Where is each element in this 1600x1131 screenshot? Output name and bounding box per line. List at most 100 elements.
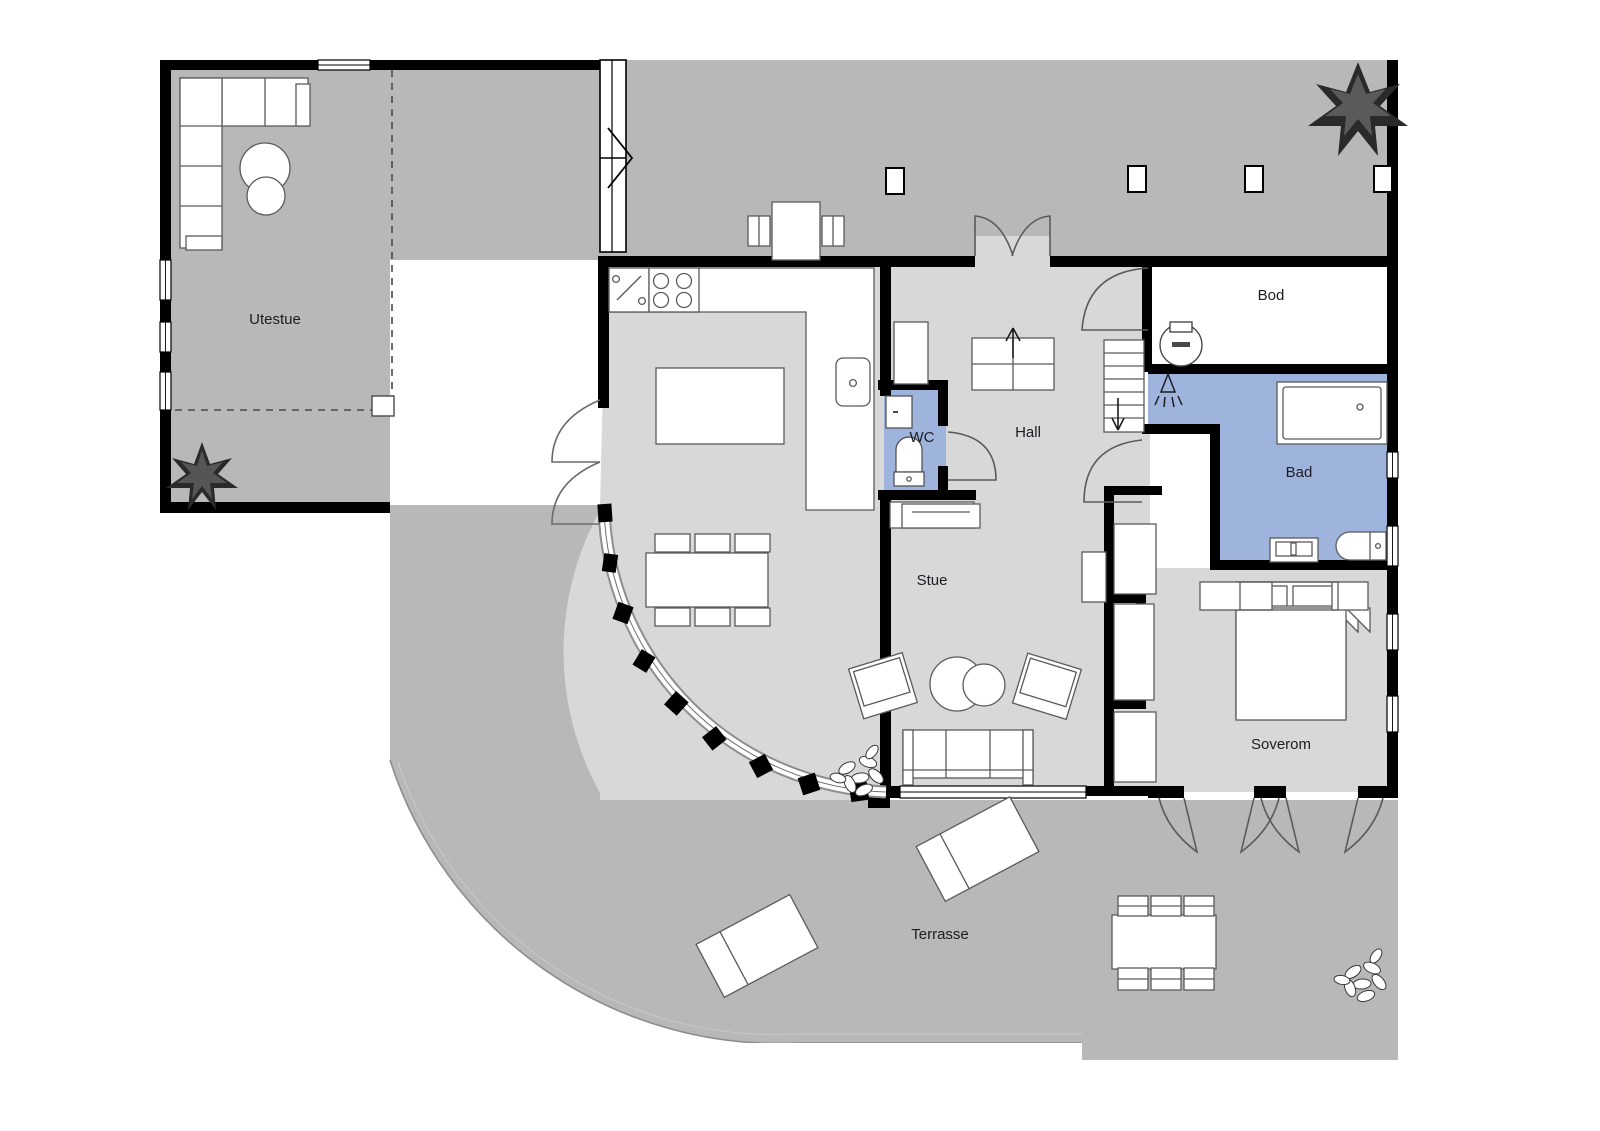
tv-bench	[901, 503, 981, 529]
appliance-slash	[616, 275, 642, 301]
mullion-6	[701, 726, 727, 751]
curved-wall-door-swings	[551, 399, 601, 525]
mullion-4	[632, 649, 656, 673]
dining-chair-5	[694, 607, 731, 627]
wall-east-north	[1387, 60, 1398, 265]
room-label-bod: Bod	[1258, 287, 1285, 304]
wall-utestue-left-c	[160, 352, 171, 372]
wall-utestue-top-a	[160, 60, 318, 70]
bathtub	[1276, 381, 1388, 445]
room-label-hall: Hall	[1015, 424, 1041, 441]
wall-hall-soverom	[1104, 486, 1114, 792]
round-table-pair	[239, 142, 291, 216]
roof-post-2	[1127, 165, 1147, 193]
utestue-dashed-divider	[175, 70, 393, 411]
stue-plant	[829, 744, 884, 797]
room-label-stue: Stue	[917, 572, 948, 589]
wall-utestue-top-b	[370, 60, 602, 70]
wall-stue-hall	[880, 490, 891, 796]
utestue-post	[371, 395, 395, 417]
washing-machine-panel	[1169, 321, 1193, 333]
soverom-wardrobes	[1081, 523, 1157, 783]
wall-south-jog	[868, 796, 890, 808]
wall-north-hall-b	[1050, 256, 1398, 267]
sliding-gate[interactable]	[599, 59, 634, 253]
bed-body	[1235, 607, 1347, 721]
roof-post-4	[1373, 165, 1393, 193]
wall-kitchen-hall	[880, 256, 891, 396]
wall-north-stue	[600, 256, 886, 267]
shower-head-icon	[1154, 371, 1183, 408]
mullion-8	[797, 772, 821, 796]
roof-post-3	[1244, 165, 1264, 193]
dining-chair-4	[654, 607, 691, 627]
north-terrace-tree	[1308, 62, 1408, 156]
bod-fixtures	[1159, 321, 1203, 367]
dining-chair-2	[694, 533, 731, 553]
sofa-arm-right	[1022, 729, 1034, 786]
wall-kitchen-west	[598, 256, 609, 408]
utestue-furniture	[179, 77, 311, 251]
outdoor-dining-set	[1111, 895, 1217, 991]
wall-east-c	[1387, 566, 1398, 614]
wall-east-a	[1387, 256, 1398, 452]
curved-glass-wall	[551, 399, 887, 803]
wall-hall-bod-cap	[1142, 256, 1152, 266]
dining-chair-6	[734, 607, 771, 627]
terrace-inner-edge	[397, 761, 1082, 1036]
door-wc[interactable]	[947, 431, 997, 481]
mullion-5	[664, 690, 689, 716]
door-bod[interactable]	[1081, 267, 1149, 331]
room-label-wc: WC	[910, 429, 935, 446]
wardrobe-1	[1113, 523, 1157, 595]
wall-niche-top	[1104, 594, 1146, 603]
mullion-3	[612, 601, 634, 625]
door-soverom[interactable]	[1083, 439, 1143, 503]
dining-chair-1	[654, 533, 691, 553]
wall-east-d	[1387, 650, 1398, 696]
window-east-4	[1386, 695, 1399, 733]
terrasse-furniture	[695, 795, 1217, 999]
wall-south-sov-c	[1358, 786, 1398, 798]
bad-fixtures	[1154, 371, 1388, 563]
wall-wc-right-b	[938, 466, 948, 500]
wall-utestue-left-a	[160, 60, 171, 260]
kitchen-island	[655, 367, 785, 445]
window-east-1	[1386, 451, 1399, 479]
wardrobe-3	[1113, 711, 1157, 783]
hall-wardrobe	[893, 321, 929, 385]
nightstand-far-left	[1199, 581, 1241, 611]
wall-north-hall-a	[886, 256, 975, 267]
wall-hall-soverom-top	[1104, 486, 1162, 495]
mullion-7	[748, 753, 774, 779]
wall-hall-soverom-foot	[1082, 786, 1152, 796]
wc-washbasin	[885, 395, 913, 429]
sofa-arm-left	[902, 729, 914, 786]
pillow-right	[1292, 585, 1338, 609]
wc-toilet-bowl	[895, 436, 923, 473]
room-label-terrasse: Terrasse	[911, 926, 969, 943]
wardrobe-2	[1113, 603, 1155, 701]
dining-set	[645, 533, 771, 627]
door-entrance-double[interactable]	[974, 215, 1051, 257]
terrasse-plant	[1333, 948, 1387, 1003]
terrace-outer-edge	[389, 759, 1082, 1045]
wall-south-sov-a	[1148, 786, 1184, 798]
wall-bad-west	[1210, 424, 1220, 568]
room-label-soverom: Soverom	[1251, 736, 1311, 753]
window-east-3	[1386, 613, 1399, 651]
armchair-left	[847, 651, 919, 720]
bad-washbasin	[1269, 537, 1319, 563]
window-utestue-left-3	[159, 371, 172, 411]
doors-soverom-terrace[interactable]	[1158, 797, 1384, 854]
wall-east-e	[1387, 732, 1398, 794]
sliding-gate-arrow	[607, 127, 634, 189]
north-terrace-furniture	[747, 201, 845, 261]
kitchen-appliance	[608, 267, 650, 313]
armchair-right	[1011, 652, 1083, 721]
mullion-2	[601, 553, 619, 573]
wc-fixtures	[885, 395, 925, 487]
sun-lounger-1	[915, 795, 1040, 903]
sliding-gate-frame[interactable]	[599, 59, 627, 253]
